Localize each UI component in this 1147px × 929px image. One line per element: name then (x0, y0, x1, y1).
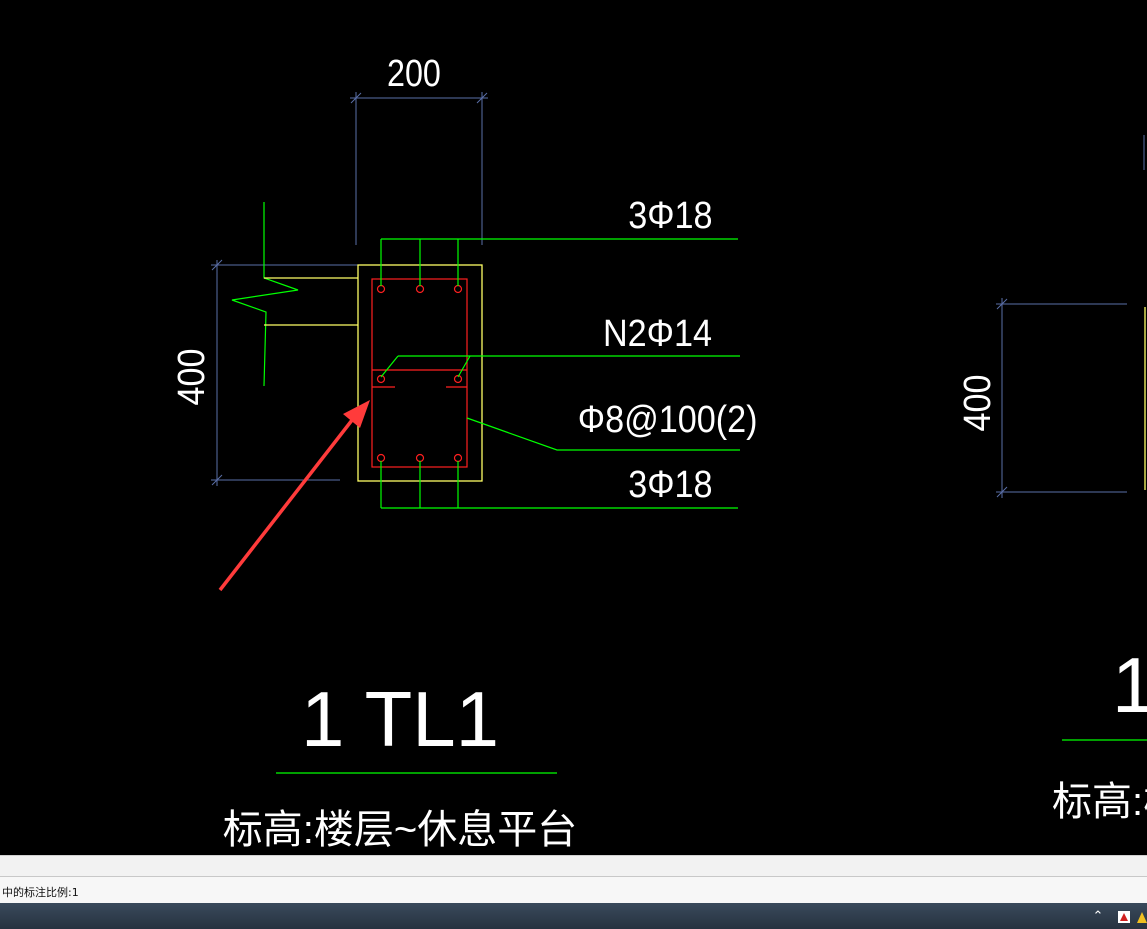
stirrup (371, 278, 468, 468)
drawing-canvas[interactable]: 200 400 (0, 0, 1147, 855)
left-section-detail: 200 400 (169, 53, 757, 852)
tray-warning-icon[interactable] (1137, 909, 1147, 925)
taskbar: ⌃ (0, 903, 1147, 929)
right-height-dimension-text: 400 (955, 374, 998, 431)
right-section-title: 1 (1112, 641, 1147, 729)
height-dimension-text: 400 (169, 348, 212, 405)
annotation-arrow (218, 400, 370, 592)
chevron-up-icon[interactable]: ⌃ (1092, 909, 1104, 924)
command-history-area[interactable] (0, 855, 1147, 876)
section-title: 1 TL1 (301, 675, 499, 763)
slab-outline (264, 277, 358, 326)
right-elevation-note: 标高:楼 (1052, 780, 1147, 824)
tray-app-icon[interactable] (1116, 909, 1132, 925)
right-section-detail: 400 1 标高:楼 (955, 135, 1147, 824)
command-line-text: 中的标注比例:1 (2, 886, 79, 899)
slab-break-line (231, 202, 299, 387)
top-bar-callout: 3Φ18 (628, 193, 712, 236)
side-bar-callout: N2Φ14 (603, 311, 712, 354)
leader-lines (380, 238, 740, 509)
stirrup-callout: Φ8@100(2) (578, 397, 758, 440)
beam-outline (357, 264, 483, 482)
command-line[interactable]: 中的标注比例:1 (0, 876, 1147, 903)
height-dimension (211, 259, 360, 486)
elevation-note: 标高:楼层~休息平台 (223, 808, 577, 852)
bottom-bar-callout: 3Φ18 (628, 462, 712, 505)
rebar-circles (376, 284, 463, 463)
width-dimension-text: 200 (387, 53, 441, 95)
width-dimension (350, 92, 488, 245)
